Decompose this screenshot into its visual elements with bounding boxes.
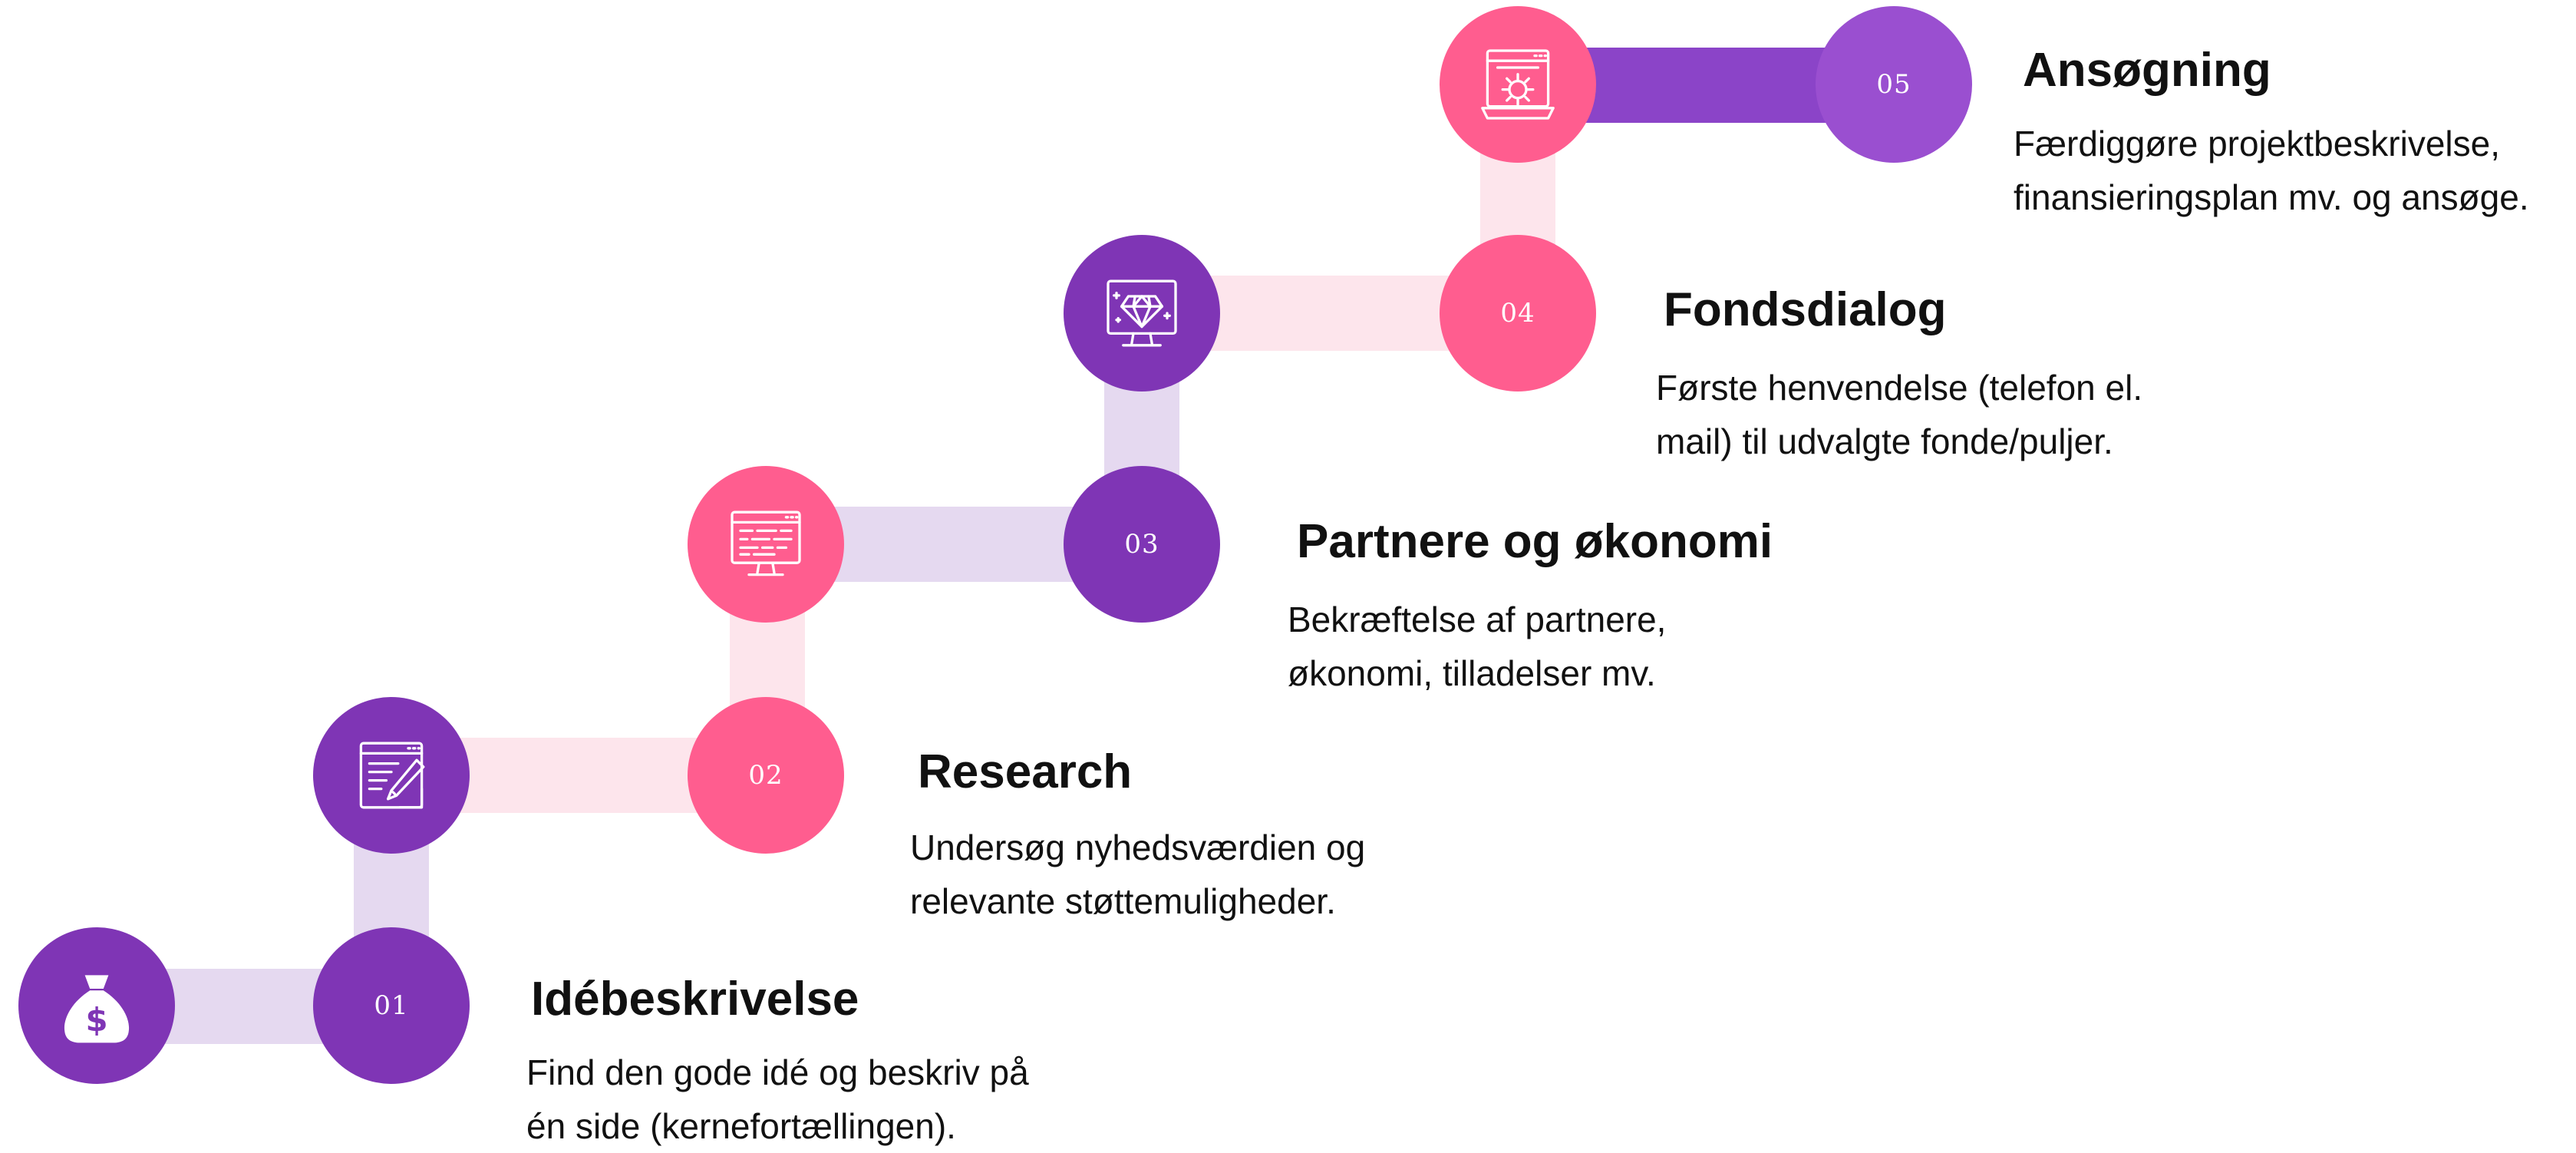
step-number: 01: [374, 990, 409, 1021]
step-5-icon-circle: [1440, 6, 1596, 163]
step-2-description-line-1: Undersøg nyhedsværdien og: [910, 828, 1366, 867]
step-5-description-line-1: Færdiggøre projektbeskrivelse,: [2014, 124, 2501, 164]
step-2-title: Research: [918, 745, 1133, 798]
step-4-description-line-2: mail) til udvalgte fonde/puljer.: [1656, 421, 2113, 461]
step-1-description-line-2: én side (kernefortællingen).: [526, 1106, 956, 1146]
gear-window-icon: [1481, 49, 1555, 120]
money-bag-icon: $: [64, 975, 130, 1043]
step-1-icon-circle: $: [18, 927, 175, 1084]
step-3-icon-circle: [688, 466, 844, 623]
step-4-title: Fondsdialog: [1664, 283, 1947, 336]
step-2-description-line-2: relevante støttemuligheder.: [910, 881, 1336, 921]
step-5-title: Ansøgning: [2023, 44, 2271, 97]
step-2-number-circle: 02: [688, 697, 844, 854]
step-number: 05: [1876, 69, 1911, 100]
monitor-code-icon: [731, 510, 801, 576]
step-4-description-line-1: Første henvendelse (telefon el.: [1656, 368, 2143, 408]
step-1-number-circle: 01: [313, 927, 470, 1084]
step-number: 04: [1500, 298, 1535, 329]
step-number: 03: [1124, 529, 1159, 560]
step-2-icon-circle: [313, 697, 470, 854]
step-4-number-circle: 04: [1440, 235, 1596, 391]
step-3-number-circle: 03: [1064, 466, 1220, 623]
step-4-icon-circle: [1064, 235, 1220, 391]
svg-text:$: $: [85, 1001, 107, 1039]
step-1-description-line-1: Find den gode idé og beskriv på: [526, 1052, 1029, 1092]
step-3-title: Partnere og økonomi: [1297, 515, 1773, 568]
step-3-description-line-1: Bekræftelse af partnere,: [1288, 600, 1667, 639]
step-5-description-line-2: finansieringsplan mv. og ansøge.: [2014, 177, 2529, 217]
step-3-description-line-2: økonomi, tilladelser mv.: [1288, 653, 1656, 693]
step-1-title: Idébeskrivelse: [531, 973, 859, 1026]
diamond-monitor-icon: [1107, 279, 1177, 347]
step-5-number-circle: 05: [1816, 6, 1972, 163]
step-number: 02: [748, 760, 783, 791]
pencil-notepad-icon: [359, 742, 425, 809]
